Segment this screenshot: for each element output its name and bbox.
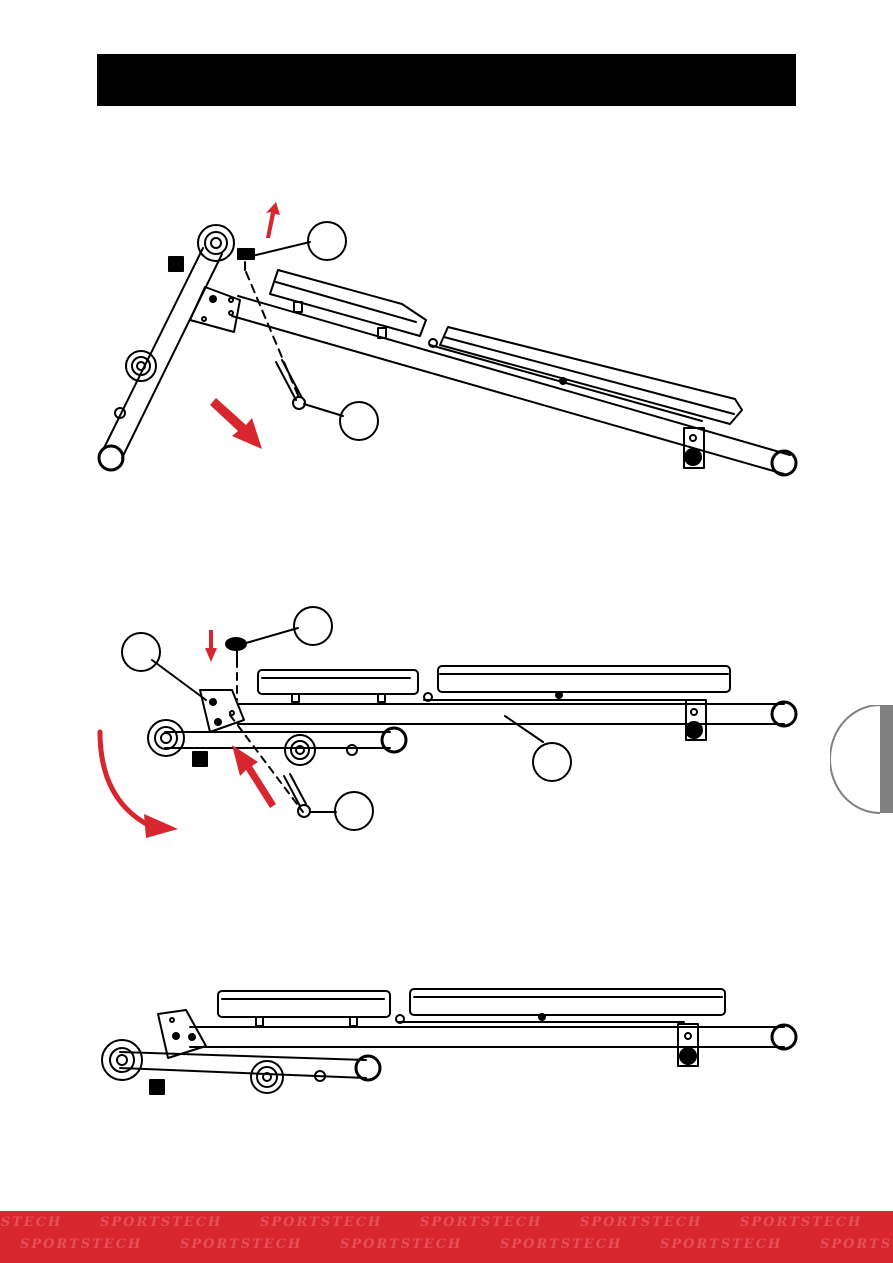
bench-main-rail — [237, 700, 798, 728]
brand-watermark: SPORTSTECH — [180, 1237, 303, 1252]
brand-watermark: SPORTSTECH — [0, 1215, 63, 1230]
brand-watermark: SPORTSTECH — [820, 1237, 893, 1252]
rear-adjust-knob — [685, 699, 707, 741]
rear-adjust-knob — [683, 427, 705, 469]
locking-pin — [283, 773, 311, 818]
locking-knob — [225, 637, 247, 661]
callout-circle-4 — [309, 791, 374, 831]
section-side-tab — [830, 705, 893, 814]
callout-circle-2 — [121, 632, 207, 701]
brand-watermark: SPORTSTECH — [340, 1237, 463, 1252]
callout-circle-1 — [251, 221, 347, 261]
brand-watermark: SPORTSTECH — [420, 1215, 543, 1230]
pin-dash-line — [229, 714, 304, 813]
callout-circle-1 — [245, 606, 333, 646]
callout-circle-2 — [303, 401, 379, 441]
seat-pad — [257, 669, 419, 703]
locking-knob — [237, 248, 255, 271]
red-arrow-down-icon — [205, 630, 217, 662]
callout-circle-3 — [504, 715, 572, 782]
bench-front-leg — [147, 719, 408, 767]
red-arrow-up-left-icon — [232, 745, 276, 808]
rear-adjust-knob — [677, 1023, 699, 1067]
bench-front-leg — [101, 1039, 382, 1095]
back-pad — [423, 665, 731, 702]
section-header-bar — [97, 54, 796, 106]
bench-front-leg — [97, 224, 235, 472]
red-curved-arrow-icon — [97, 729, 178, 838]
back-pad — [395, 988, 726, 1024]
brand-watermark-row: SPORTSTECH SPORTSTECH SPORTSTECH SPORTSTECH… — [20, 1237, 893, 1252]
red-arrow-up-icon — [266, 202, 280, 238]
bench-main-rail — [189, 1023, 798, 1051]
brand-watermark-row: SPORTSTECH SPORTSTECH SPORTSTECH SPORTSTECH… — [0, 1215, 893, 1230]
diagram-flat-bench — [101, 988, 798, 1095]
hinge-bracket — [189, 286, 241, 333]
brand-watermark: SPORTSTECH — [580, 1215, 703, 1230]
diagram-inclined-bench — [97, 202, 798, 477]
brand-watermark: SPORTSTECH — [260, 1215, 383, 1230]
hinge-bracket — [199, 689, 245, 733]
brand-watermark: SPORTSTECH — [100, 1215, 223, 1230]
bench-main-rail — [231, 295, 798, 477]
locking-pin — [275, 359, 306, 410]
brand-watermark: SPORTSTECH — [740, 1215, 863, 1230]
brand-watermark: SPORTSTECH — [660, 1237, 783, 1252]
brand-watermark: SPORTSTECH — [500, 1237, 623, 1252]
footer-brand-band: SPORTSTECH SPORTSTECH SPORTSTECH SPORTSTECH… — [0, 1211, 893, 1263]
back-pad — [428, 326, 743, 425]
diagram-folding-bench — [97, 606, 798, 838]
hinge-bracket — [157, 1009, 207, 1059]
seat-pad — [217, 990, 391, 1027]
brand-watermark: SPORTSTECH — [20, 1237, 143, 1252]
seat-pad — [269, 269, 427, 339]
red-arrow-down-right-icon — [210, 398, 262, 449]
